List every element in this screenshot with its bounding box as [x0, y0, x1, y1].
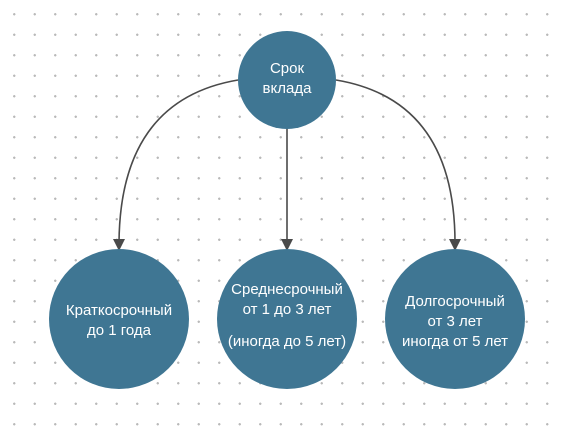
node-medium-term-line-4: (иногда до 5 лет)	[228, 333, 346, 350]
node-long-term-line-3: иногда от 5 лет	[402, 333, 508, 350]
node-short-term: Краткосрочный до 1 года	[49, 249, 189, 389]
node-long-term-line-1: Долгосрочный	[405, 293, 505, 310]
arrowhead-medium-term	[281, 239, 293, 251]
node-deposit-term-line-1: Срок	[270, 60, 305, 77]
node-short-term-line-2: до 1 года	[87, 322, 152, 339]
edge-root-to-short-term	[118, 79, 239, 244]
node-long-term: Долгосрочный от 3 лет иногда от 5 лет	[385, 249, 525, 389]
node-deposit-term-line-2: вклада	[263, 80, 313, 97]
edge-root-to-long-term	[335, 79, 456, 244]
node-short-term-line-1: Краткосрочный	[66, 302, 172, 319]
node-deposit-term: Срок вклада	[238, 31, 336, 129]
arrowhead-short-term	[113, 239, 125, 251]
node-medium-term-line-2: от 1 до 3 лет	[243, 301, 332, 318]
node-medium-term-line-1: Среднесрочный	[231, 281, 343, 298]
node-long-term-line-2: от 3 лет	[427, 313, 482, 330]
node-medium-term: Среднесрочный от 1 до 3 лет (иногда до 5…	[217, 249, 357, 389]
arrowhead-long-term	[449, 239, 461, 251]
